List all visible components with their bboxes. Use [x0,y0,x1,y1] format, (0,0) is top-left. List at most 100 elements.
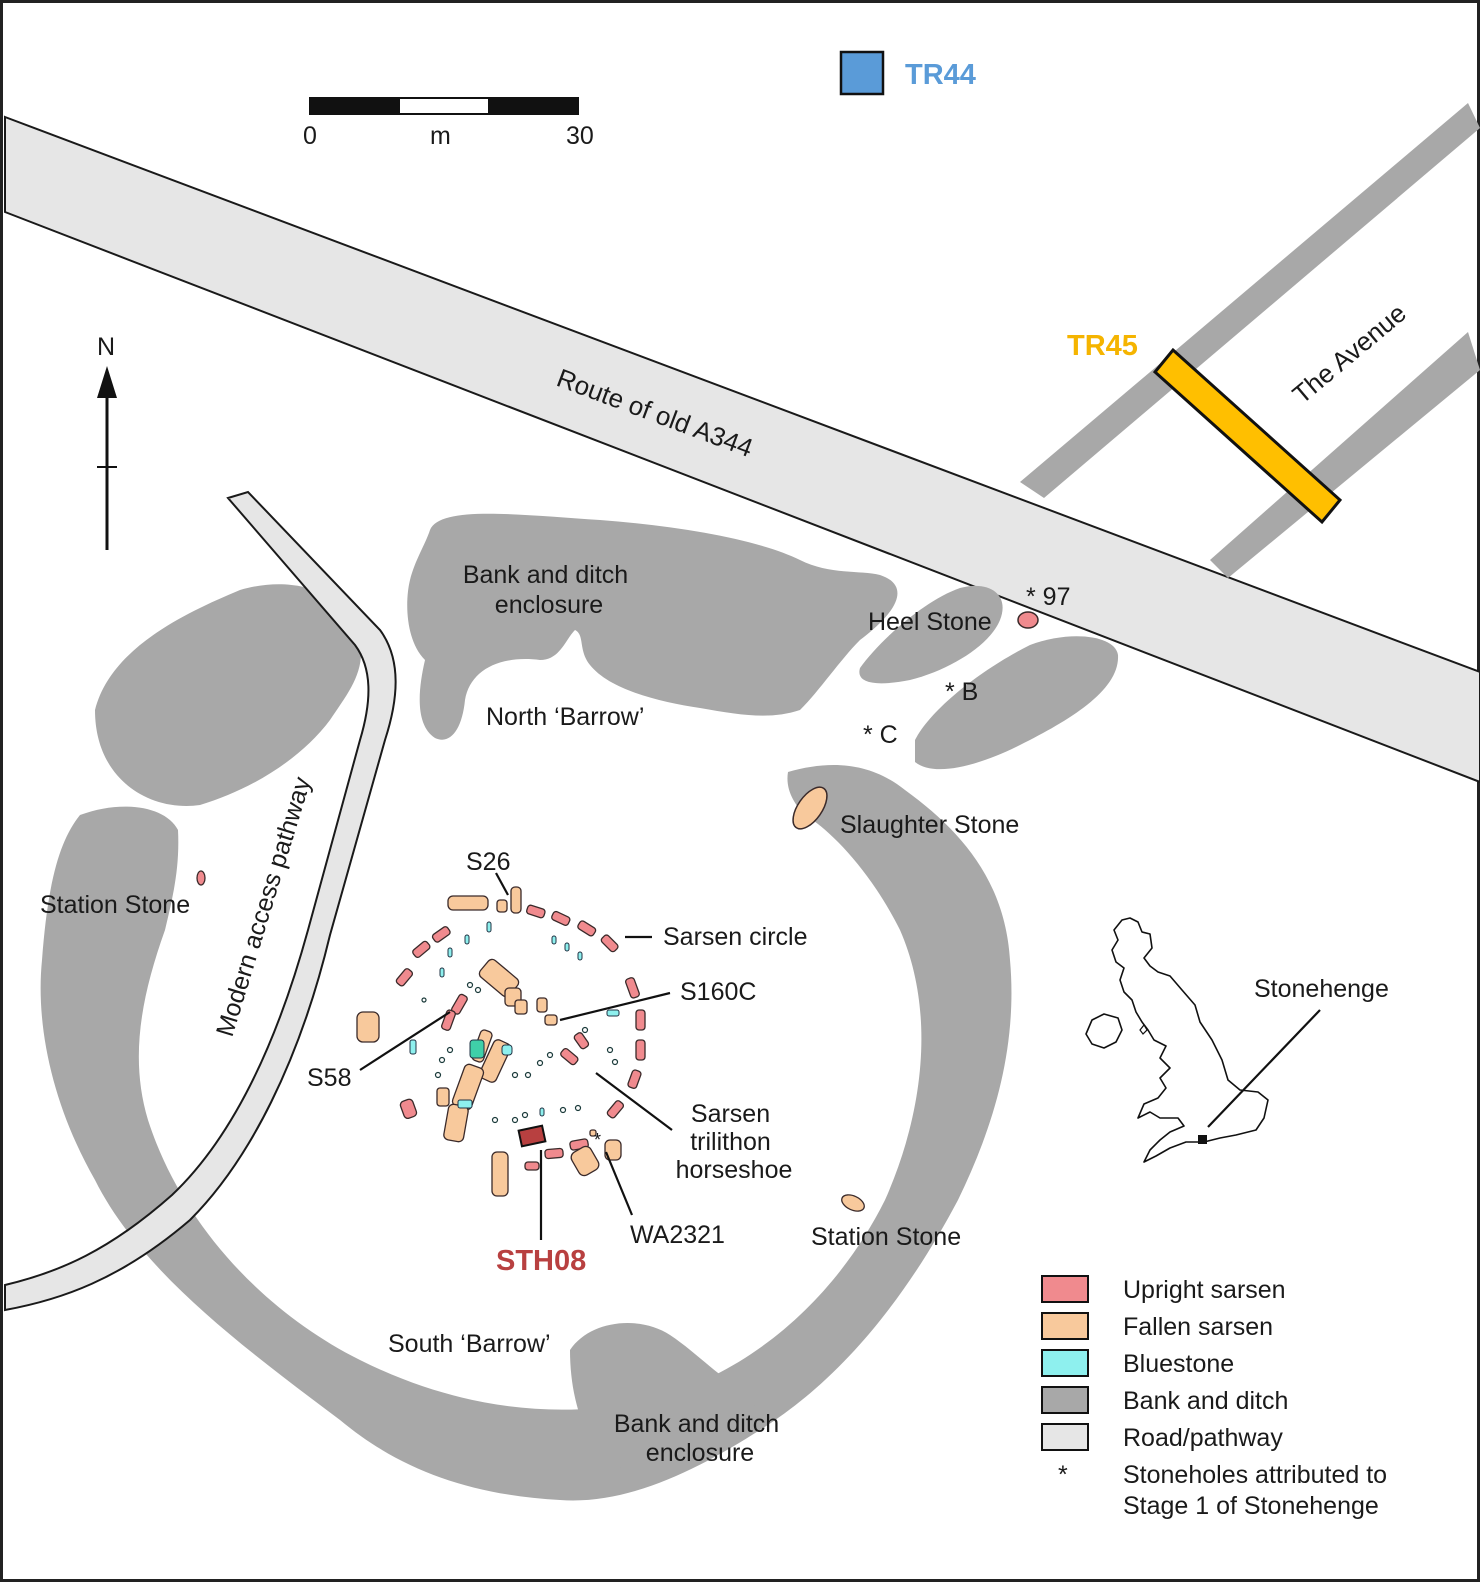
fallen-sarsen [570,1145,600,1177]
stonehole-b-label: * B [945,678,978,706]
legend-swatch [1041,1423,1089,1451]
sarsen-circle-stones [395,904,646,1171]
fallen-sarsen [496,899,508,913]
avenue-ditch-south [1210,332,1480,578]
enclosure-north-bank [407,513,898,740]
s58-label: S58 [307,1064,351,1092]
legend-label: Upright sarsen [1123,1276,1286,1304]
north-arrow-head-icon [97,366,117,398]
upright-sarsen [524,1161,540,1171]
fallen-sarsens [356,886,622,1197]
station-stone-west-label: Station Stone [40,891,190,919]
tr45-trench [1152,347,1343,525]
legend-label: Bluestone [1123,1350,1234,1378]
upright-sarsen [544,1147,564,1160]
fallen-sarsen [536,997,548,1013]
scale-unit: m [430,122,451,150]
legend-swatch [1041,1312,1089,1340]
fallen-sarsen [436,1087,450,1107]
upright-sarsen [635,1009,646,1031]
scale-bar: 0 m 30 [303,97,594,150]
stonehole-asterisk: * [594,1130,601,1150]
stonehole-97-label: * 97 [1026,583,1070,611]
isle-of-man-outline [1139,1023,1148,1035]
bluestone [564,942,570,952]
upright-sarsen [625,977,640,999]
bluestones [409,921,620,1117]
tr44-label: TR44 [905,59,976,91]
scale-end: 30 [566,122,594,150]
station-stone-southeast-label: Station Stone [811,1223,961,1251]
northern-ireland-outline [1085,1013,1123,1049]
stonehenge-leader [1207,1009,1321,1128]
stonehenge-location-marker [1198,1135,1207,1144]
legend-label: Fallen sarsen [1123,1313,1273,1341]
bluestone [551,935,557,945]
bluestone [539,1107,545,1117]
trilithon-uprights [441,993,590,1066]
bluestone [457,1099,473,1109]
trilithon-label: Sarsen trilithon horseshoe [676,1100,793,1184]
fallen-sarsen-s160c [544,1014,558,1026]
fallen-sarsen [514,999,528,1015]
upright-sarsen [577,920,597,937]
enclosure-ne-bank-north [859,585,1003,684]
bluestone [447,947,453,958]
upright-sarsen [573,1032,590,1050]
tr45-label: TR45 [1067,330,1138,362]
enclosure-ne-bank-south [915,636,1119,770]
wa2321-label: WA2321 [630,1221,725,1249]
sarsen-circle-label: Sarsen circle [663,923,808,951]
uk-inset-map: Stonehenge [1085,917,1389,1163]
s26-label: S26 [466,848,510,876]
south-barrow-label: South ‘Barrow’ [388,1330,551,1358]
legend-label: Road/pathway [1123,1424,1283,1452]
fallen-sarsen [589,1129,597,1137]
s58-leader [359,1011,451,1071]
north-arrow: N [97,333,117,550]
slaughter-stone [792,786,828,830]
bluestone [501,1044,513,1056]
fallen-sarsen [356,1011,380,1043]
stone-settings: * [356,886,646,1197]
fallen-sarsen [491,1151,509,1197]
upright-sarsen [399,1098,418,1120]
modern-access-pathway [4,490,397,1312]
bluestone [486,921,492,933]
wa2321-leader [604,1151,634,1216]
enclosure-ring [40,765,1012,1501]
upright-sarsen [441,1009,456,1031]
upright-sarsen [412,940,431,959]
great-britain-outline [1111,917,1269,1163]
bluestone [409,1039,417,1055]
bluestone [606,1009,620,1017]
scale-start: 0 [303,122,317,150]
north-barrow-label: North ‘Barrow’ [486,703,644,731]
enclosure-south-label: Bank and ditch enclosure [614,1410,786,1467]
station-stone-southeast [841,1194,865,1212]
bluestone [464,934,470,945]
s160c-leader [559,991,671,1022]
legend-stonehole-symbol: * [1058,1461,1068,1489]
s160c-label: S160C [680,978,756,1006]
minor-stones [421,981,619,1124]
heel-stone-label: Heel Stone [868,608,992,636]
legend-swatch [1041,1349,1089,1377]
north-arrow-label: N [97,333,115,361]
bluestone [577,951,583,961]
fallen-sarsen [604,1139,622,1161]
upright-sarsen [395,968,414,987]
upright-sarsen [551,910,571,926]
upright-sarsen [627,1069,642,1089]
sth08-label: STH08 [496,1245,586,1277]
upright-sarsen [526,904,546,919]
avenue-ditch-north [1020,103,1480,498]
legend-swatch [1041,1275,1089,1303]
station-stone-west [196,870,206,886]
sth08-trench [517,1124,547,1148]
fallen-sarsen [447,895,489,911]
bluestone [469,1039,485,1059]
upright-sarsen [635,1039,646,1061]
old-a344-road [4,115,1480,784]
